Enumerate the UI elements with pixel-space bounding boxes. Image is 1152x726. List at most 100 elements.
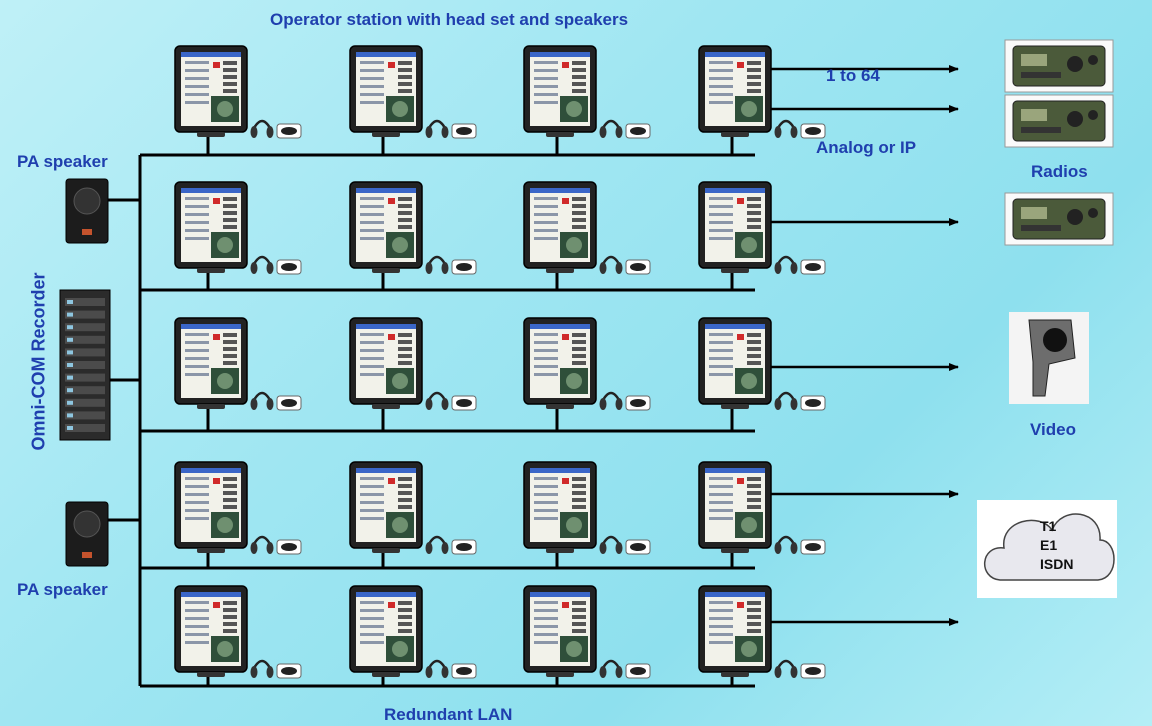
console-line	[185, 229, 209, 232]
console-key	[223, 608, 237, 612]
console-line	[534, 373, 558, 376]
console-line	[534, 477, 558, 480]
console-key	[398, 197, 412, 201]
console-key	[223, 498, 237, 502]
console-key	[398, 68, 412, 72]
console-line	[360, 373, 384, 376]
console-key	[572, 484, 586, 488]
console-key	[572, 82, 586, 86]
desk-speaker-icon	[276, 663, 302, 679]
console-line	[185, 493, 209, 496]
operator-station	[349, 317, 477, 411]
rack-unit	[65, 335, 105, 344]
console-key	[572, 347, 586, 351]
console-line	[709, 493, 733, 496]
console-alert	[213, 62, 220, 68]
console-key	[572, 601, 586, 605]
console-titlebar	[356, 324, 416, 329]
console-line	[185, 341, 209, 344]
console-line	[709, 625, 733, 628]
headset-ear	[250, 262, 258, 274]
console-key	[572, 197, 586, 201]
rack-led	[67, 375, 73, 380]
console-key	[223, 225, 237, 229]
headset-ear	[774, 542, 782, 554]
console-key	[747, 347, 761, 351]
console-line	[185, 213, 209, 216]
console-key	[223, 333, 237, 337]
headset-ear	[266, 262, 274, 274]
console-line	[709, 221, 733, 224]
console-line	[709, 633, 733, 636]
console-key	[747, 629, 761, 633]
console-map-globe	[741, 641, 757, 657]
console-line	[185, 357, 209, 360]
console-titlebar	[181, 592, 241, 597]
console-line	[534, 517, 558, 520]
desk-speaker-icon	[625, 539, 651, 555]
console-alert	[562, 198, 569, 204]
console-key	[223, 218, 237, 222]
radio-display	[1021, 207, 1047, 219]
console-line	[360, 609, 384, 612]
console-alert	[388, 602, 395, 608]
console-handle	[721, 132, 749, 137]
desk-speaker-cone	[630, 263, 646, 271]
console-line	[185, 609, 209, 612]
rack-unit	[65, 386, 105, 395]
console-line	[709, 501, 733, 504]
console-line	[185, 333, 209, 336]
desk-speaker-icon	[276, 539, 302, 555]
console-key	[747, 225, 761, 229]
headset-ear	[250, 398, 258, 410]
console-map-globe	[392, 101, 408, 117]
redundant-lan-label: Redundant LAN	[384, 705, 513, 724]
headset-ear	[615, 126, 623, 138]
radio-knob	[1088, 208, 1098, 218]
console-titlebar	[705, 52, 765, 57]
console-handle	[721, 404, 749, 409]
console-alert	[213, 602, 220, 608]
console-key	[572, 629, 586, 633]
headset-ear	[266, 398, 274, 410]
console-key	[398, 333, 412, 337]
headset-icon	[250, 391, 274, 410]
headset-icon	[250, 659, 274, 678]
console-line	[360, 205, 384, 208]
headset-ear	[615, 398, 623, 410]
console-key	[223, 340, 237, 344]
console-line	[709, 349, 733, 352]
rack-unit	[65, 298, 105, 306]
operator-station	[523, 45, 651, 139]
console-alert	[562, 602, 569, 608]
console-handle	[372, 268, 400, 273]
desk-speaker-icon	[625, 395, 651, 411]
console-line	[185, 477, 209, 480]
console-line	[360, 229, 384, 232]
radio-display	[1021, 109, 1047, 121]
headset-ear	[774, 126, 782, 138]
console-line	[534, 197, 558, 200]
analog-ip-label: Analog or IP	[816, 138, 917, 157]
pa-woofer	[73, 510, 101, 538]
console-line	[709, 197, 733, 200]
console-key	[572, 340, 586, 344]
headset-ear	[425, 262, 433, 274]
console-line	[534, 333, 558, 336]
console-line	[534, 601, 558, 604]
console-key	[572, 89, 586, 93]
console-key	[747, 75, 761, 79]
console-key	[223, 491, 237, 495]
console-line	[360, 509, 384, 512]
console-line	[360, 237, 384, 240]
recorder-label: Omni-COM Recorder	[28, 272, 49, 451]
console-line	[360, 485, 384, 488]
console-line	[534, 213, 558, 216]
headset-ear	[250, 666, 258, 678]
console-line	[534, 349, 558, 352]
headset-ear	[266, 126, 274, 138]
console-map-globe	[217, 517, 233, 533]
headset-ear	[790, 542, 798, 554]
headset-ear	[250, 126, 258, 138]
headset-icon	[599, 391, 623, 410]
